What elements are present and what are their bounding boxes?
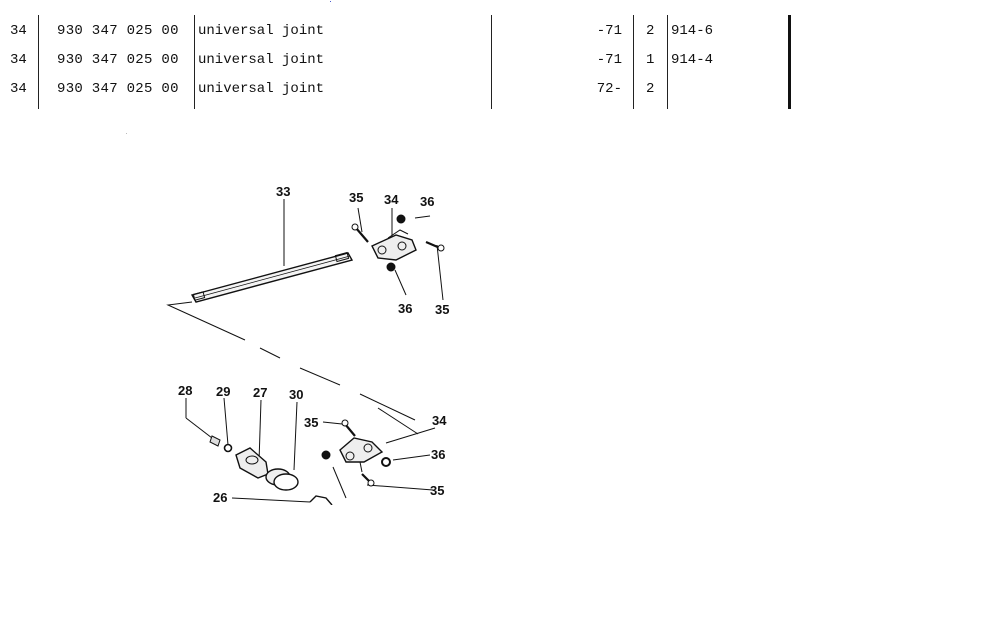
column-divider xyxy=(194,15,195,109)
part-number-cell: 930 347 025 00 xyxy=(57,81,179,97)
callout-34: 34 xyxy=(432,413,447,428)
column-divider xyxy=(667,15,668,109)
scan-speck xyxy=(126,133,127,134)
callout-27: 27 xyxy=(253,385,267,400)
lower-universal-joint-34 xyxy=(339,437,384,473)
description-cell: universal joint xyxy=(198,23,325,39)
table-right-border xyxy=(788,15,791,109)
callout-36: 36 xyxy=(398,301,412,316)
clamp-27 xyxy=(235,447,269,479)
callout-36: 36 xyxy=(420,194,434,209)
description-cell: universal joint xyxy=(198,52,325,68)
bushing-30 xyxy=(265,468,299,491)
upper-bolt-left-35 xyxy=(351,223,369,243)
lower-nut-36 xyxy=(381,457,391,467)
table-row: 34 930 347 025 00 universal joint 72- 2 xyxy=(0,74,800,103)
part-number-cell: 930 347 025 00 xyxy=(57,23,179,39)
callout-35: 35 xyxy=(430,483,444,498)
callout-33: 33 xyxy=(276,184,290,199)
shaft-33 xyxy=(190,251,354,303)
remark-cell: -71 xyxy=(596,23,622,39)
table-row: 34 930 347 025 00 universal joint -71 1 … xyxy=(0,45,800,74)
callout-36: 36 xyxy=(431,447,445,462)
callout-35: 35 xyxy=(435,302,449,317)
callout-30: 30 xyxy=(289,387,303,402)
callout-34: 34 xyxy=(384,192,399,207)
callout-35: 35 xyxy=(304,415,318,430)
quantity-cell: 2 xyxy=(646,81,655,97)
callout-35: 35 xyxy=(349,190,363,205)
position-cell: 34 xyxy=(10,52,27,68)
callout-26: 26 xyxy=(213,490,227,505)
description-cell: universal joint xyxy=(198,81,325,97)
position-cell: 34 xyxy=(10,23,27,39)
model-cell: 914-4 xyxy=(671,52,714,68)
lower-bolt-top-35 xyxy=(341,419,356,437)
upper-bolt-right-35 xyxy=(425,240,445,252)
position-cell: 34 xyxy=(10,81,27,97)
lower-bolt-bottom-35 xyxy=(361,473,375,487)
table-row: 34 930 347 025 00 universal joint -71 2 … xyxy=(0,16,800,45)
parts-table: 34 930 347 025 00 universal joint -71 2 … xyxy=(0,16,800,103)
scan-speck xyxy=(330,1,331,2)
callout-29: 29 xyxy=(216,384,230,399)
model-cell: 914-6 xyxy=(671,23,714,39)
part-number-cell: 930 347 025 00 xyxy=(57,52,179,68)
lower-nut-left xyxy=(321,450,331,460)
part-26 xyxy=(309,495,333,505)
callout-28: 28 xyxy=(178,383,192,398)
nut-28 xyxy=(209,435,221,447)
quantity-cell: 1 xyxy=(646,52,655,68)
upper-universal-joint-34 xyxy=(371,229,417,261)
parts-diagram: 33 35 34 36 36 35 28 29 27 30 35 34 36 3… xyxy=(166,184,449,505)
remark-cell: -71 xyxy=(596,52,622,68)
remark-cell: 72- xyxy=(596,81,622,97)
column-divider xyxy=(491,15,492,109)
column-divider xyxy=(633,15,634,109)
upper-nut-top-36 xyxy=(396,214,406,224)
column-divider xyxy=(38,15,39,109)
upper-nut-bottom-36 xyxy=(386,262,396,272)
quantity-cell: 2 xyxy=(646,23,655,39)
washer-29 xyxy=(223,443,233,453)
